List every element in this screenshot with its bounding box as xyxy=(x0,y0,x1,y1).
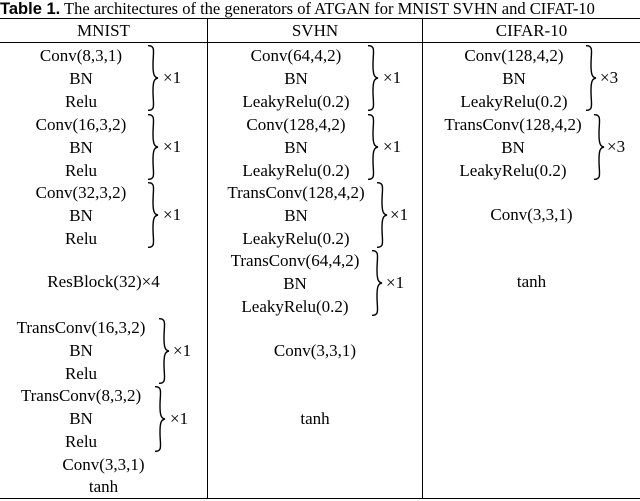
table-caption: Table 1. The architectures of the genera… xyxy=(0,0,640,18)
multiplier: ×3 xyxy=(607,137,626,156)
layer-label: Relu xyxy=(64,92,98,111)
multiplier: ×1 xyxy=(390,205,409,224)
multiplier: ×1 xyxy=(386,273,405,292)
layer-label: Relu xyxy=(64,161,98,180)
layer-label: Relu xyxy=(64,229,98,248)
right-brace-icon xyxy=(147,114,159,180)
layer-label: Conv(128,4,2) xyxy=(464,46,564,65)
right-brace-icon xyxy=(376,182,388,248)
svhn-final-conv: Conv(3,3,1) xyxy=(273,341,357,360)
mnist-final-conv: Conv(3,3,1) xyxy=(62,455,145,474)
multiplier: ×1 xyxy=(383,68,402,87)
mnist-resblock: ResBlock(32)×4 xyxy=(47,272,160,291)
layer-label: LeakyRelu(0.2) xyxy=(459,161,567,180)
layer-label: Conv(8,3,1) xyxy=(39,46,123,65)
layer-label: TransConv(16,3,2) xyxy=(16,318,146,337)
layer-label: LeakyRelu(0.2) xyxy=(242,92,350,111)
layer-label: TransConv(128,4,2) xyxy=(227,183,365,202)
layer-label: BN xyxy=(69,69,93,88)
svhn-tanh: tanh xyxy=(300,409,330,428)
column-divider-1 xyxy=(207,18,208,499)
header-mnist: MNIST xyxy=(77,21,130,40)
right-brace-icon xyxy=(585,45,597,111)
layer-label: TransConv(128,4,2) xyxy=(444,115,582,134)
mnist-tanh: tanh xyxy=(88,477,119,496)
right-brace-icon xyxy=(371,250,383,316)
caption-text: The architectures of the generators of A… xyxy=(64,0,595,18)
right-brace-icon xyxy=(154,386,166,452)
layer-label: BN xyxy=(502,69,526,88)
cifar-tanh: tanh xyxy=(516,272,547,291)
layer-label: Relu xyxy=(64,432,98,451)
layer-label: LeakyRelu(0.2) xyxy=(242,229,350,248)
layer-label: BN xyxy=(69,409,93,428)
multiplier: ×1 xyxy=(163,137,182,156)
layer-label: LeakyRelu(0.2) xyxy=(460,92,568,111)
layer-label: BN xyxy=(284,69,308,88)
right-brace-icon xyxy=(158,318,170,384)
header-cifar10: CIFAR-10 xyxy=(495,21,568,40)
header-rule xyxy=(0,42,640,44)
layer-label: TransConv(64,4,2) xyxy=(230,251,360,270)
layer-label: BN xyxy=(283,274,307,293)
layer-label: Relu xyxy=(64,364,98,383)
layer-label: LeakyRelu(0.2) xyxy=(241,297,349,316)
layer-label: BN xyxy=(284,206,308,225)
layer-label: Conv(64,4,2) xyxy=(250,46,342,65)
multiplier: ×1 xyxy=(163,205,182,224)
layer-label: BN xyxy=(69,341,93,360)
caption-label: Table 1. xyxy=(0,0,61,18)
right-brace-icon xyxy=(367,114,379,180)
right-brace-icon xyxy=(593,114,605,180)
bottom-rule xyxy=(0,498,640,500)
column-divider-2 xyxy=(422,18,423,499)
right-brace-icon xyxy=(147,182,159,248)
cifar-final-conv: Conv(3,3,1) xyxy=(490,205,573,224)
multiplier: ×1 xyxy=(170,409,189,428)
multiplier: ×1 xyxy=(383,137,402,156)
top-rule xyxy=(0,18,640,20)
layer-label: BN xyxy=(284,138,308,157)
layer-label: BN xyxy=(501,138,525,157)
header-svhn: SVHN xyxy=(291,21,339,40)
layer-label: BN xyxy=(69,138,93,157)
multiplier: ×3 xyxy=(600,68,619,87)
layer-label: TransConv(8,3,2) xyxy=(20,386,142,405)
right-brace-icon xyxy=(147,45,159,111)
layer-label: Conv(128,4,2) xyxy=(246,115,346,134)
layer-label: Conv(32,3,2) xyxy=(35,183,127,202)
multiplier: ×1 xyxy=(163,68,182,87)
layer-label: Conv(16,3,2) xyxy=(35,115,127,134)
layer-label: LeakyRelu(0.2) xyxy=(242,161,350,180)
layer-label: BN xyxy=(69,206,93,225)
right-brace-icon xyxy=(367,45,379,111)
multiplier: ×1 xyxy=(173,341,192,360)
